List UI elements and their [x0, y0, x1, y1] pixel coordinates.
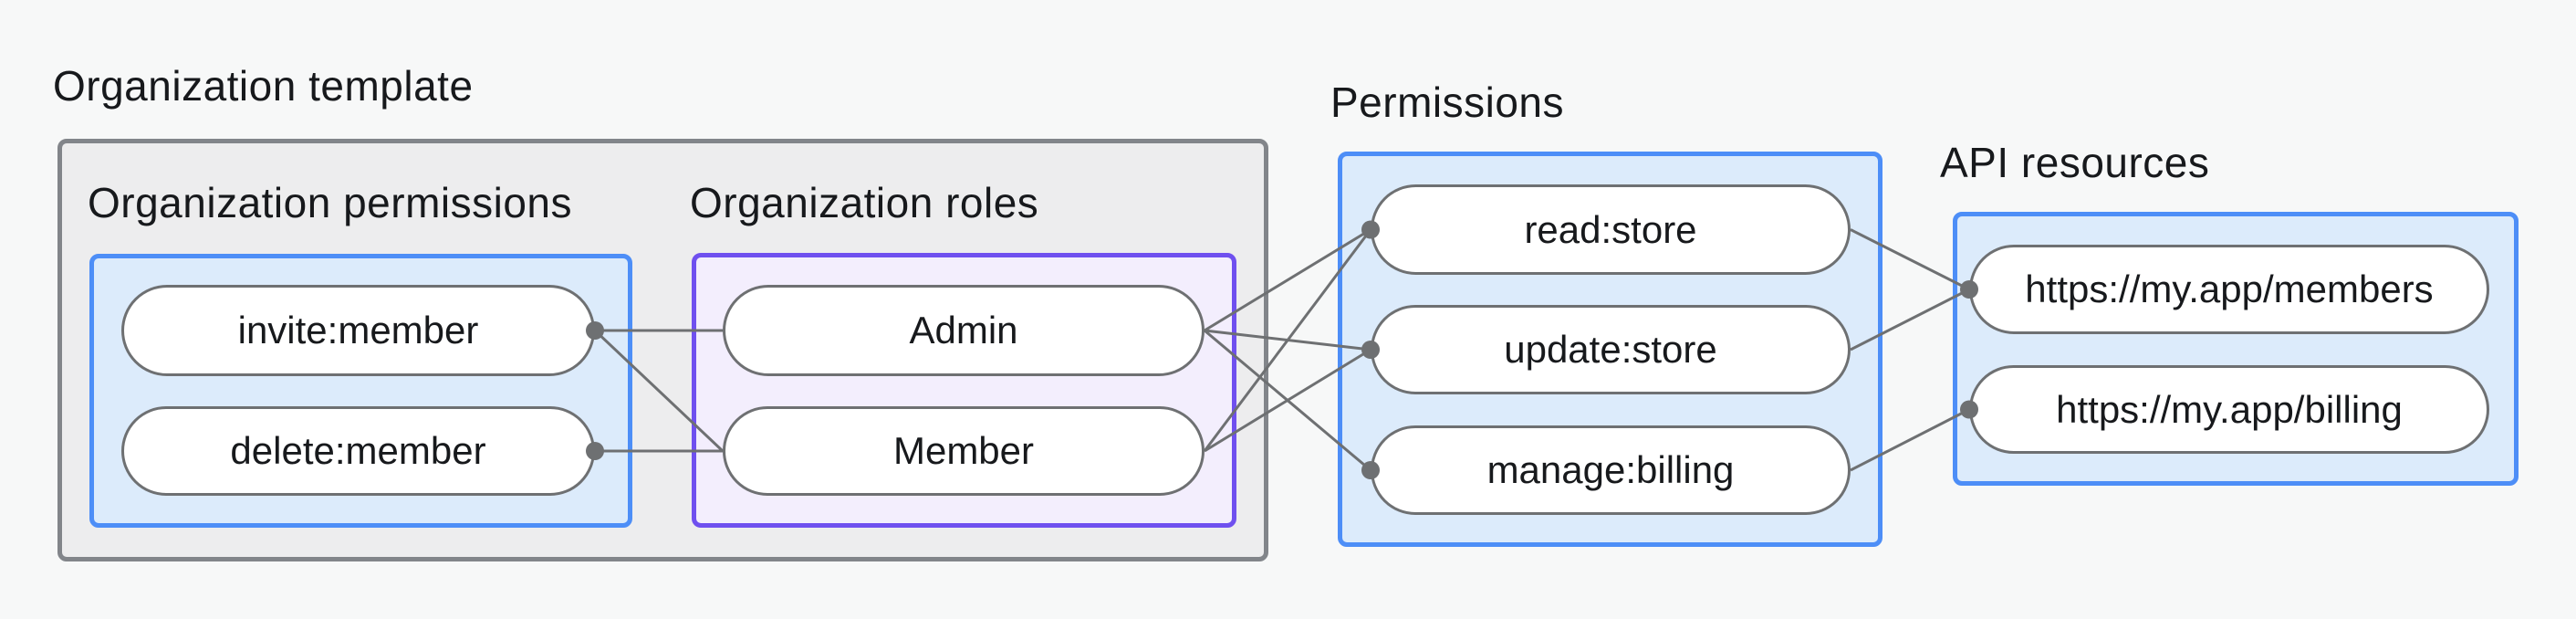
node-update-store-label: update:store [1504, 328, 1717, 371]
node-members-api: https://my.app/members [1969, 245, 2489, 334]
node-member-label: Member [892, 429, 1035, 472]
organization-permissions-heading: Organization permissions [88, 179, 573, 226]
organization-roles-heading: Organization roles [690, 179, 1039, 226]
node-members-api-label: https://my.app/members [2025, 268, 2434, 310]
node-manage-billing: manage:billing [1371, 425, 1851, 515]
api-resources-heading: API resources [1940, 139, 2210, 186]
node-delete-member: delete:member [121, 406, 595, 496]
node-manage-billing-label: manage:billing [1486, 448, 1735, 491]
node-admin-label: Admin [909, 309, 1018, 351]
node-delete-member-label: delete:member [230, 429, 486, 472]
node-admin: Admin [723, 285, 1205, 376]
node-invite-member-label: invite:member [237, 309, 479, 351]
node-read-store: read:store [1371, 184, 1851, 275]
node-billing-api-label: https://my.app/billing [2056, 387, 2403, 431]
node-read-store-label: read:store [1524, 207, 1697, 251]
node-billing-api: https://my.app/billing [1969, 365, 2489, 454]
permissions-heading: Permissions [1330, 79, 1565, 126]
organization-template-heading: Organization template [53, 62, 474, 110]
node-update-store: update:store [1371, 305, 1851, 394]
node-invite-member: invite:member [121, 285, 595, 376]
node-member: Member [723, 406, 1205, 496]
